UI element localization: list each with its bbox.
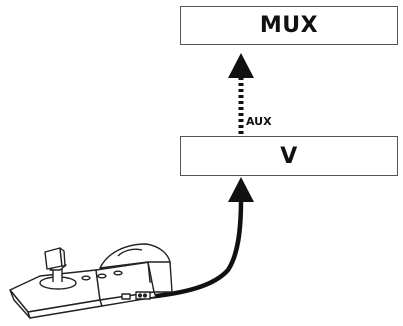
mux-label: MUX [259, 13, 319, 38]
v-box: V [180, 136, 398, 176]
aux-arrowhead-icon [228, 53, 254, 78]
keyboard-cable [145, 197, 244, 300]
control-keyboard-joystick-icon [9, 243, 173, 319]
mux-box: MUX [180, 6, 398, 45]
cable-arrowhead-icon [228, 177, 254, 202]
aux-connection-label: AUX [246, 115, 272, 128]
v-label: V [280, 143, 298, 169]
